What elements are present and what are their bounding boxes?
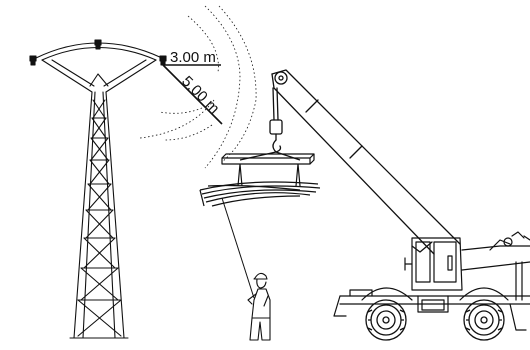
suspended-load-icon: [200, 152, 320, 206]
guide-rope: [222, 198, 254, 298]
worker-icon: [248, 273, 270, 340]
crane-boom: [270, 70, 460, 254]
rear-wheel: [464, 300, 504, 340]
power-pylon-icon: [30, 40, 166, 338]
mobile-crane-icon: [334, 232, 530, 330]
crane-wheels: [366, 300, 504, 340]
front-wheel: [366, 300, 406, 340]
distance-label-near: 3.00 m: [170, 49, 216, 66]
distance-label-far: 5.00 m: [178, 73, 222, 117]
